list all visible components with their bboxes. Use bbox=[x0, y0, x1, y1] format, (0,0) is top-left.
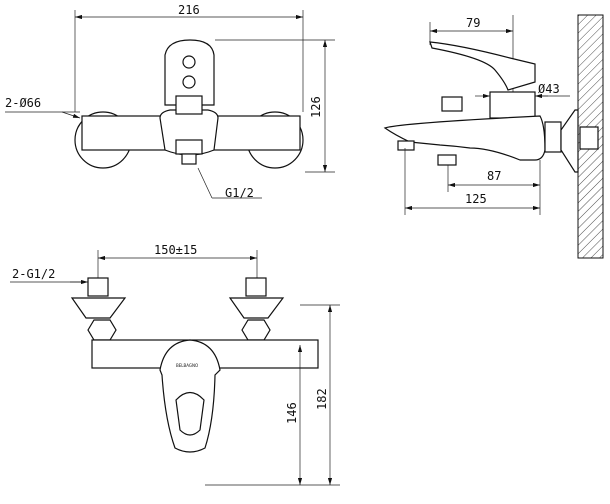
centers-dim-label: 150±15 bbox=[154, 243, 197, 257]
side-hex-nut bbox=[544, 121, 562, 153]
front-view: 150±15 2-G1/2 BELBAGNO 146 182 bbox=[10, 243, 340, 486]
lever-handle bbox=[164, 39, 215, 106]
side-lever bbox=[429, 41, 536, 91]
left-inlet bbox=[87, 277, 109, 297]
spout-height-dim-label: 146 bbox=[285, 402, 299, 424]
side-rosette bbox=[560, 109, 579, 173]
diverter-dim-label: 87 bbox=[487, 169, 501, 183]
inlet-dim-label: 2-G1/2 bbox=[12, 267, 55, 281]
width-dim-label: 216 bbox=[178, 3, 200, 17]
right-front-rosette bbox=[228, 297, 285, 319]
top-view: 216 126 2-Ø66 G1/2 bbox=[5, 3, 335, 200]
left-front-rosette bbox=[70, 297, 127, 319]
spout-dim-label: 125 bbox=[465, 192, 487, 206]
right-inlet bbox=[245, 277, 267, 297]
diverter-outlet bbox=[175, 139, 203, 155]
side-diverter-knob bbox=[441, 96, 463, 112]
total-height-dim-label: 182 bbox=[315, 388, 329, 410]
brand-logo: BELBAGNO bbox=[176, 363, 198, 368]
outlet-dim-label: G1/2 bbox=[225, 186, 254, 200]
side-view: 79 Ø43 87 125 bbox=[383, 14, 604, 259]
body-diameter-dim-label: Ø43 bbox=[538, 82, 560, 96]
front-spout-handle bbox=[159, 339, 221, 453]
handle-dim-label: 79 bbox=[466, 16, 480, 30]
right-hex-nut bbox=[241, 319, 271, 341]
height-dim-label: 126 bbox=[309, 96, 323, 118]
left-hex-nut bbox=[87, 319, 117, 341]
side-spout bbox=[383, 115, 546, 161]
rosette-dim-label: 2-Ø66 bbox=[5, 96, 41, 110]
side-body-cartridge bbox=[489, 91, 536, 119]
